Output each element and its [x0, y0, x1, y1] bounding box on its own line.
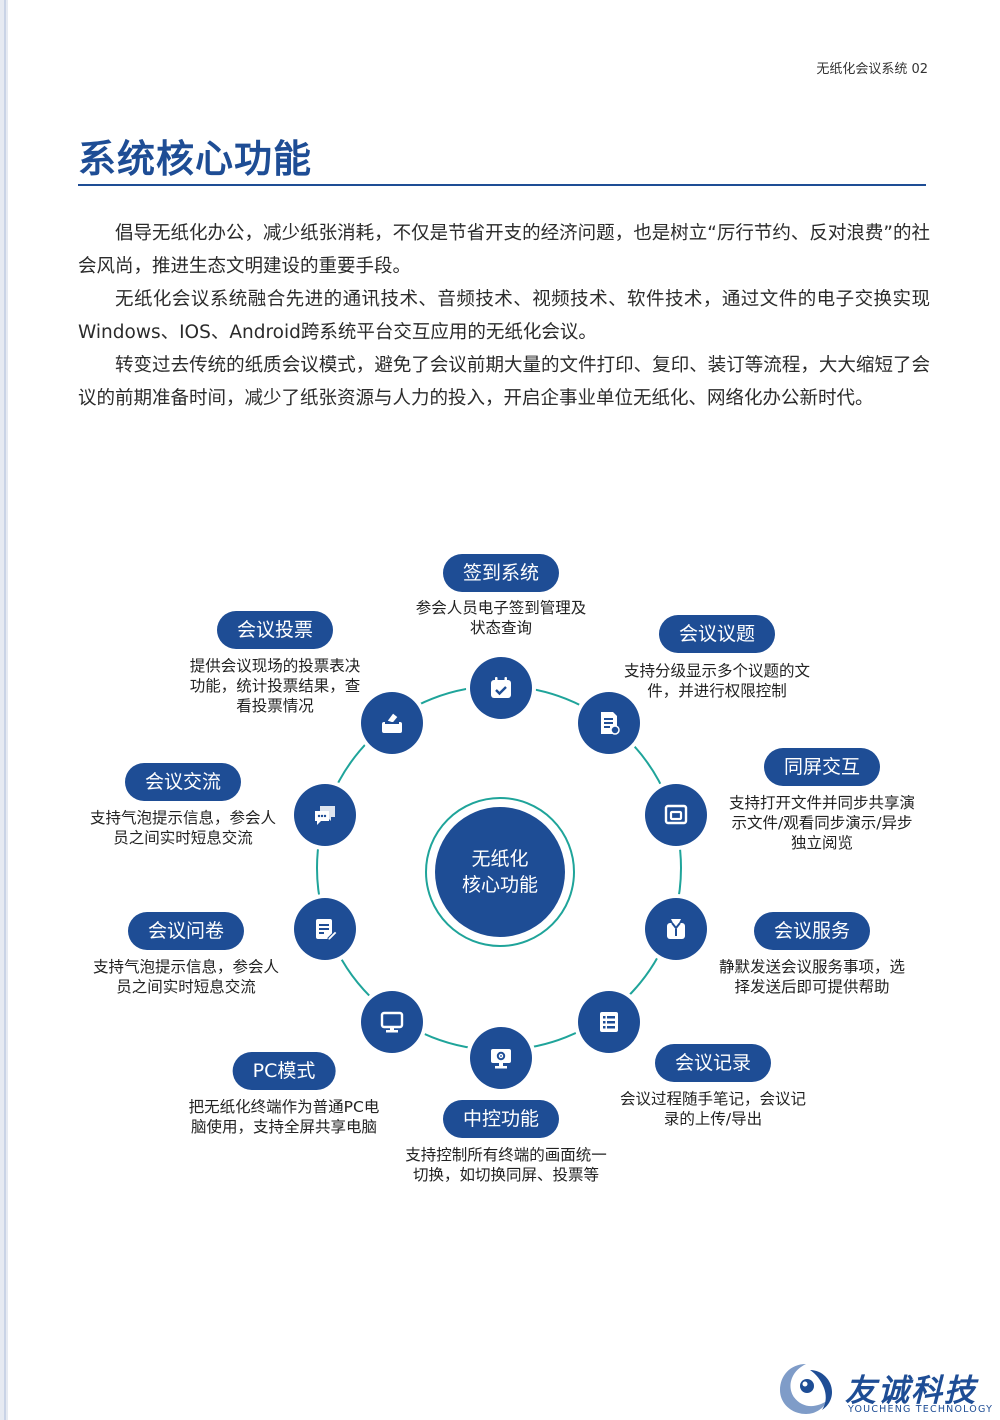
center-label-line1: 无纸化	[471, 848, 529, 870]
brand-name: 友诚科技	[845, 1373, 977, 1409]
ballot-box-icon[interactable]	[361, 692, 423, 754]
feature-desc-records: 会议过程随手笔记，会议记录的上传/导出	[619, 1090, 807, 1128]
center-ring	[425, 797, 575, 947]
feature-pill-questionnaire[interactable]: 会议问卷	[127, 912, 245, 950]
monitor-gear-icon[interactable]	[470, 1027, 532, 1089]
feature-desc-central-control: 支持控制所有终端的画面统一切换，如切换同屏、投票等	[405, 1146, 607, 1184]
page-header: 无纸化会议系统 02	[816, 62, 928, 77]
intro-paragraph: 无纸化会议系统融合先进的通讯技术、音频技术、视频技术、软件技术，通过文件的电子交…	[78, 289, 930, 343]
feature-pill-records[interactable]: 会议记录	[654, 1044, 772, 1082]
document-icon[interactable]	[578, 692, 640, 754]
feature-pill-pc-mode[interactable]: PC模式	[232, 1052, 336, 1090]
feature-desc-pc-mode: 把无纸化终端作为普通PC电脑使用，支持全屏共享电脑	[188, 1098, 380, 1136]
intro-paragraph: 转变过去传统的纸质会议模式，避免了会议前期大量的文件打印、复印、装订等流程，大大…	[78, 355, 930, 409]
feature-desc-service: 静默发送会议服务事项，选择发送后即可提供帮助	[718, 958, 906, 996]
feature-pill-screen-share[interactable]: 同屏交互	[763, 748, 881, 786]
screen-share-icon[interactable]	[645, 784, 707, 846]
intro-text: 倡导无纸化办公，减少纸张消耗，不仅是节省开支的经济问题，也是树立“厉行节约、反对…	[78, 217, 930, 415]
feature-pill-agenda[interactable]: 会议议题	[658, 615, 776, 653]
title-divider	[78, 184, 926, 186]
company-logo	[780, 1364, 832, 1414]
feature-desc-chat: 支持气泡提示信息，参会人员之间实时短息交流	[89, 809, 277, 847]
questionnaire-icon[interactable]	[294, 898, 356, 960]
center-circle: 无纸化 核心功能	[435, 807, 565, 937]
center-label-line2: 核心功能	[461, 874, 538, 896]
feature-pill-vote[interactable]: 会议投票	[216, 611, 334, 649]
monitor-icon[interactable]	[361, 991, 423, 1053]
feature-desc-questionnaire: 支持气泡提示信息，参会人员之间实时短息交流	[92, 958, 280, 996]
feature-pill-service[interactable]: 会议服务	[753, 912, 871, 950]
feature-desc-screen-share: 支持打开文件并同步共享演示文件/观看同步演示/异步独立阅览	[728, 794, 916, 852]
notes-icon[interactable]	[578, 991, 640, 1053]
brand-subtitle: YOUCHENG TECHNOLOGY	[848, 1404, 994, 1415]
chat-icon[interactable]	[294, 784, 356, 846]
feature-pill-central-control[interactable]: 中控功能	[442, 1100, 560, 1138]
feature-desc-agenda: 支持分级显示多个议题的文件，并进行权限控制	[623, 662, 811, 700]
feature-desc-vote: 提供会议现场的投票表决功能，统计投票结果，查看投票情况	[189, 657, 361, 715]
page-title: 系统核心功能	[78, 137, 313, 181]
feature-pill-signin[interactable]: 签到系统	[442, 554, 560, 592]
page-edge-bar	[0, 0, 8, 1420]
calendar-check-icon[interactable]	[470, 657, 532, 719]
service-icon[interactable]	[645, 898, 707, 960]
feature-desc-signin: 参会人员电子签到管理及状态查询	[415, 599, 587, 637]
feature-pill-chat[interactable]: 会议交流	[124, 763, 242, 801]
intro-paragraph: 倡导无纸化办公，减少纸张消耗，不仅是节省开支的经济问题，也是树立“厉行节约、反对…	[78, 223, 930, 277]
